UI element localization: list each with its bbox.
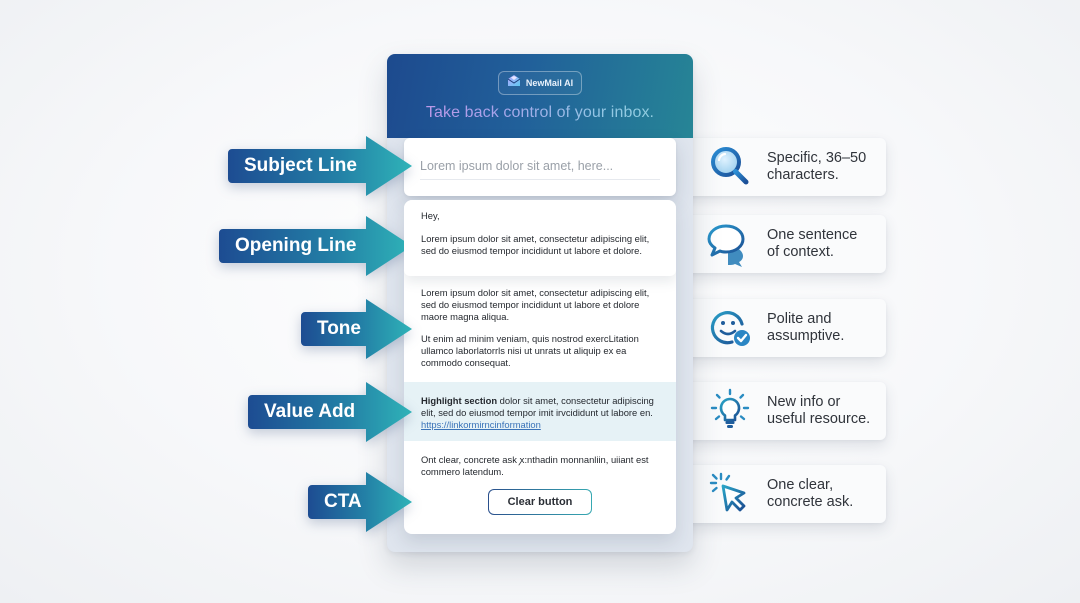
arrow-value-add: Value Add <box>248 381 412 443</box>
email-header: NewMail AI Take back control of your inb… <box>387 54 693 138</box>
arrow-label: Tone <box>317 318 361 339</box>
value-add-section: Highlight section dolor sit amet, consec… <box>404 382 676 441</box>
tone-section: Lorem ipsum dolor sit amet, consectetur … <box>404 284 676 376</box>
highlight-label: Highlight section <box>421 395 498 406</box>
tip-text: Specific, 36–50 characters. <box>767 150 867 183</box>
arrow-opening-line: Opening Line <box>219 215 412 277</box>
tone-paragraph-2: Ut enim ad minim veniam, quis nostrod ex… <box>421 333 639 368</box>
opening-section: Hey, Lorem ipsum dolor sit amet, consect… <box>404 200 676 276</box>
smiley-check-icon <box>706 304 754 352</box>
cta-text: Ont clear, concrete ask ꭗ:nthadin monnan… <box>421 454 649 477</box>
magnifier-icon <box>706 143 754 191</box>
cursor-click-icon <box>706 470 754 518</box>
tip-card-cta: One clear, concrete ask. <box>660 465 886 523</box>
brand-name: NewMail AI <box>525 78 574 88</box>
tip-card-subject: Specific, 36–50 characters. <box>660 138 886 196</box>
envelope-logo-icon <box>507 74 521 92</box>
tip-text: New info or useful resource. <box>767 394 871 427</box>
arrow-label: Opening Line <box>235 235 357 256</box>
email-body: Hey, Lorem ipsum dolor sit amet, consect… <box>404 200 676 534</box>
tip-card-tone: Polite and assumptive. <box>660 299 886 357</box>
tip-text: One clear, concrete ask. <box>767 477 854 510</box>
tone-paragraph-1: Lorem ipsum dolor sit amet, consectetur … <box>421 287 650 322</box>
arrow-label: CTA <box>324 491 362 512</box>
speech-bubbles-icon <box>706 220 754 268</box>
lightbulb-icon <box>706 387 754 435</box>
resource-link[interactable]: https://linkormirncinformation <box>421 418 541 430</box>
tip-card-value-add: New info or useful resource. <box>660 382 886 440</box>
headline: Take back control of your inbox. <box>387 104 693 122</box>
subject-line-card <box>404 138 676 196</box>
arrow-tone: Tone <box>301 298 412 360</box>
cta-section: Ont clear, concrete ask ꭗ:nthadin monnan… <box>404 441 676 534</box>
brand-badge: NewMail AI <box>498 71 582 95</box>
subject-input[interactable] <box>420 152 660 180</box>
arrow-label: Value Add <box>264 401 356 422</box>
arrow-subject-line: Subject Line <box>228 135 412 197</box>
tip-text: One sentence of context. <box>767 227 858 260</box>
value-add-text: Highlight section dolor sit amet, consec… <box>404 395 676 430</box>
cta-button[interactable]: Clear button <box>488 489 592 515</box>
opening-line-text: Lorem ipsum dolor sit amet, consectetur … <box>421 233 650 256</box>
arrow-cta: CTA <box>308 471 412 533</box>
greeting: Hey, <box>421 210 440 221</box>
tip-text: Polite and assumptive. <box>767 311 845 344</box>
value-add-body: dolor sit amet, consectetur adipiscing e… <box>421 395 654 418</box>
arrow-label: Subject Line <box>244 155 357 176</box>
tip-card-opening: One sentence of context. <box>660 215 886 273</box>
